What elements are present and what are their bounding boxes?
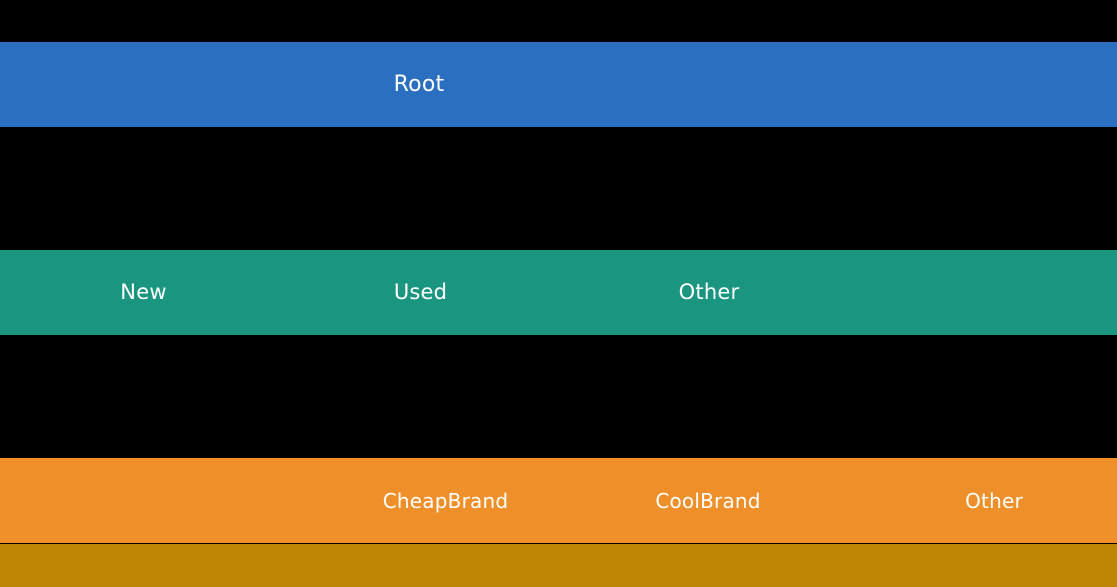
icicle-node[interactable] <box>0 42 318 127</box>
icicle-node-label: Other <box>678 280 740 304</box>
icicle-node-used[interactable]: Used <box>320 250 521 335</box>
icicle-node-label: Used <box>393 280 448 304</box>
icicle-node[interactable] <box>810 250 1117 335</box>
icicle-node-label: New <box>120 280 167 304</box>
icicle-node-label: CheapBrand <box>382 488 509 513</box>
icicle-node-new[interactable]: New <box>44 250 243 335</box>
icicle-node-root[interactable]: Root <box>318 42 520 127</box>
condition-level: New Used Other <box>0 250 1117 335</box>
icicle-node[interactable] <box>521 250 608 335</box>
icicle-node[interactable] <box>0 544 1117 587</box>
icicle-node[interactable] <box>808 458 871 543</box>
icicle-node-label: CoolBrand <box>655 488 761 513</box>
leaf-level <box>0 544 1117 587</box>
brand-level: CheapBrand CoolBrand Other <box>0 458 1117 543</box>
icicle-node[interactable] <box>243 250 320 335</box>
icicle-node[interactable] <box>546 458 608 543</box>
icicle-node-other[interactable]: Other <box>871 458 1117 543</box>
icicle-node-other[interactable]: Other <box>608 250 810 335</box>
icicle-node-label: Other <box>965 488 1023 513</box>
icicle-node[interactable] <box>0 458 345 543</box>
icicle-node[interactable] <box>0 250 44 335</box>
icicle-node[interactable] <box>520 42 1117 127</box>
icicle-node-coolbrand[interactable]: CoolBrand <box>608 458 808 543</box>
icicle-node-cheapbrand[interactable]: CheapBrand <box>345 458 546 543</box>
icicle-node-label: Root <box>393 71 445 97</box>
root-level: Root <box>0 42 1117 127</box>
